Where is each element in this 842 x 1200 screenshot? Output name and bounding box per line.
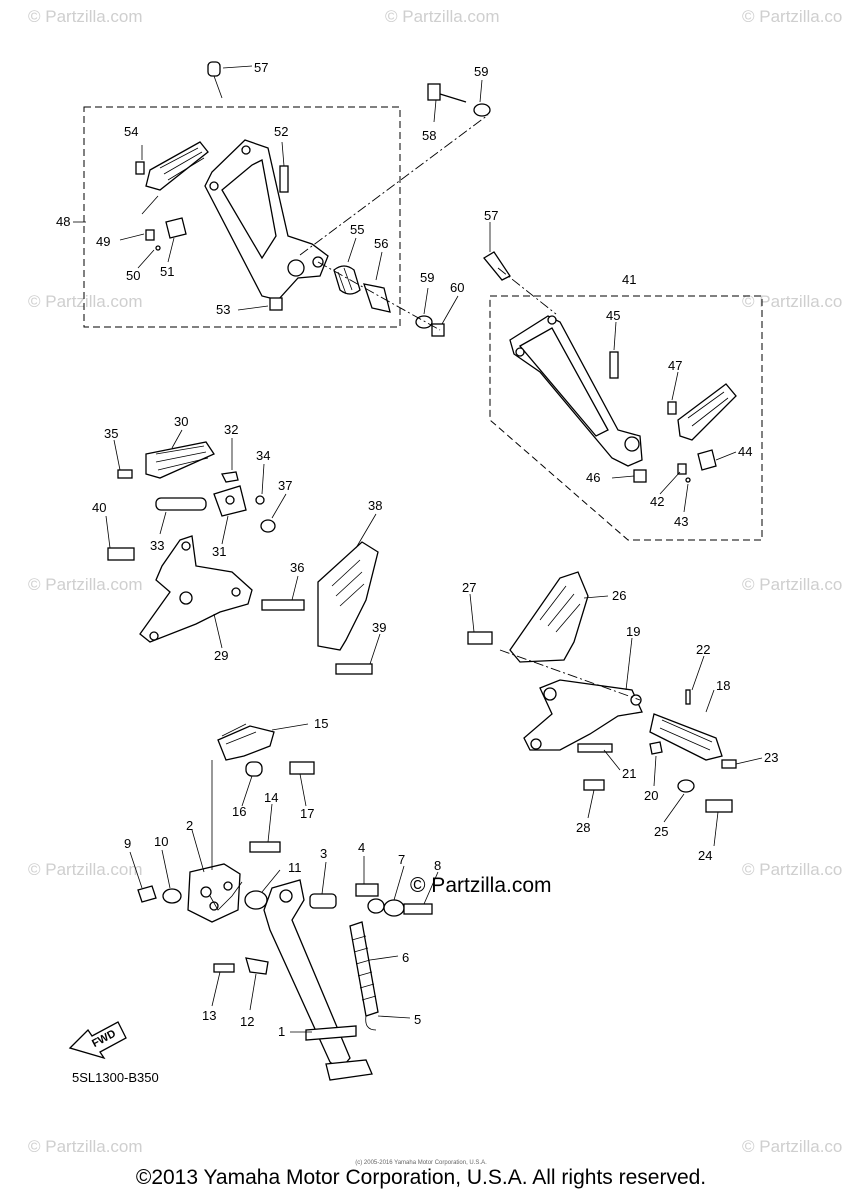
callout-47: 47 — [668, 358, 682, 373]
callout-27: 27 — [462, 580, 476, 595]
callout-50: 50 — [126, 268, 140, 283]
callout-7: 7 — [398, 852, 405, 867]
fwd-arrow-icon: FWD — [68, 1021, 127, 1060]
watermark: © Partzilla.com — [28, 1137, 143, 1156]
callout-23: 23 — [764, 750, 778, 765]
callout-25: 25 — [654, 824, 668, 839]
watermark: © Partzilla.com — [742, 7, 842, 26]
front-footrest-right — [467, 571, 737, 813]
watermark: © Partzilla.com — [742, 575, 842, 594]
callout-52: 52 — [274, 124, 288, 139]
watermark: © Partzilla.com — [742, 1137, 842, 1156]
callout-29: 29 — [214, 648, 228, 663]
watermark: © Partzilla.com — [28, 7, 143, 26]
callout-31: 31 — [212, 544, 226, 559]
callout-1: 1 — [278, 1024, 285, 1039]
callout-48: 48 — [56, 214, 70, 229]
callout-2: 2 — [186, 818, 193, 833]
callout-22: 22 — [696, 642, 710, 657]
callout-45: 45 — [606, 308, 620, 323]
front-footrest-left — [107, 441, 379, 675]
callout-33: 33 — [150, 538, 164, 553]
copyright-notice: ©2013 Yamaha Motor Corporation, U.S.A. A… — [135, 1166, 707, 1189]
callout-58: 58 — [422, 128, 436, 143]
callout-38: 38 — [368, 498, 382, 513]
callout-32: 32 — [224, 422, 238, 437]
diagram-code: 5SL1300-B350 — [72, 1070, 159, 1085]
callout-40: 40 — [92, 500, 106, 515]
assembly-41-outline — [489, 295, 763, 541]
callout-35: 35 — [104, 426, 118, 441]
watermark: © Partzilla.com — [28, 292, 143, 311]
watermark: © Partzilla.com — [28, 575, 143, 594]
callout-46: 46 — [586, 470, 600, 485]
callout-55: 55 — [350, 222, 364, 237]
callout-41: 41 — [622, 272, 636, 287]
callout-34: 34 — [256, 448, 270, 463]
callout-15: 15 — [314, 716, 328, 731]
watermark: © Partzilla.com — [385, 7, 500, 26]
watermark: © Partzilla.com — [742, 292, 842, 311]
callout-44: 44 — [738, 444, 752, 459]
callout-14: 14 — [264, 790, 278, 805]
callout-5: 5 — [414, 1012, 421, 1027]
brand-logo: © Partzilla.com — [410, 874, 552, 897]
callout-21: 21 — [622, 766, 636, 781]
callout-60: 60 — [450, 280, 464, 295]
callout-numbers: 57 59 54 52 58 48 49 55 56 50 51 57 41 5… — [56, 60, 778, 1039]
callout-59: 59 — [420, 270, 434, 285]
rear-footrest-assembly-right — [483, 251, 737, 483]
leader-lines — [73, 65, 763, 1033]
rear-footrest-assembly-left — [135, 61, 491, 337]
callout-57: 57 — [484, 208, 498, 223]
callout-57: 57 — [254, 60, 268, 75]
callout-43: 43 — [674, 514, 688, 529]
callout-13: 13 — [202, 1008, 216, 1023]
callout-56: 56 — [374, 236, 388, 251]
watermark-layer: © Partzilla.com © Partzilla.com © Partzi… — [28, 7, 842, 1156]
callout-42: 42 — [650, 494, 664, 509]
callout-59: 59 — [474, 64, 488, 79]
callout-16: 16 — [232, 804, 246, 819]
callout-36: 36 — [290, 560, 304, 575]
watermark: © Partzilla.com — [28, 860, 143, 879]
callout-10: 10 — [154, 834, 168, 849]
watermark: © Partzilla.com — [742, 860, 842, 879]
callout-8: 8 — [434, 858, 441, 873]
callout-18: 18 — [716, 678, 730, 693]
callout-24: 24 — [698, 848, 712, 863]
callout-19: 19 — [626, 624, 640, 639]
callout-51: 51 — [160, 264, 174, 279]
callout-53: 53 — [216, 302, 230, 317]
tiny-copyright: (c) 2005-2016 Yamaha Motor Corporation, … — [355, 1160, 487, 1166]
callout-6: 6 — [402, 950, 409, 965]
callout-17: 17 — [300, 806, 314, 821]
callout-9: 9 — [124, 836, 131, 851]
callout-3: 3 — [320, 846, 327, 861]
callout-11: 11 — [288, 860, 302, 875]
callout-12: 12 — [240, 1014, 254, 1029]
callout-49: 49 — [96, 234, 110, 249]
callout-30: 30 — [174, 414, 188, 429]
callout-26: 26 — [612, 588, 626, 603]
callout-37: 37 — [278, 478, 292, 493]
callout-20: 20 — [644, 788, 658, 803]
sidestand-assembly — [137, 723, 433, 1081]
callout-39: 39 — [372, 620, 386, 635]
assembly-48-outline — [83, 106, 401, 328]
callout-54: 54 — [124, 124, 138, 139]
callout-4: 4 — [358, 840, 365, 855]
callout-28: 28 — [576, 820, 590, 835]
